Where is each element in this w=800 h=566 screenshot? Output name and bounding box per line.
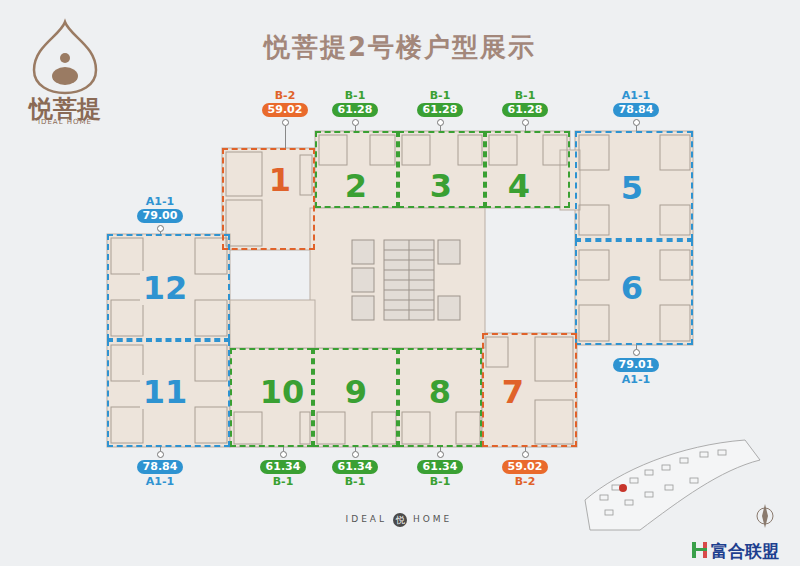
unit-type: B-1: [515, 90, 536, 102]
logo-figure: [52, 67, 78, 85]
unit-area: 78.84: [137, 460, 184, 474]
leader-dot: [522, 451, 529, 458]
leader-dot: [437, 451, 444, 458]
unit-block: A1-179.00 12: [107, 196, 230, 340]
unit-block: B-1 61.34 8: [398, 348, 482, 489]
unit-area: 79.00: [137, 209, 184, 223]
unit-type: B-1: [345, 90, 366, 102]
logo-leaf: [34, 22, 96, 93]
stairs: [384, 240, 434, 320]
logo-subtitle: IDEAL HOME: [38, 118, 92, 126]
brand-word: IDEAL: [346, 514, 387, 524]
unit-number: 1: [266, 163, 294, 197]
leader-dot: [633, 119, 640, 126]
unit-area: 61.28: [332, 103, 379, 117]
leader-dot: [280, 451, 287, 458]
leader-dot: [352, 451, 359, 458]
unit-block: B-161.28 2: [315, 90, 398, 208]
leader-line: [636, 345, 637, 349]
unit-type: B-2: [515, 476, 536, 488]
unit-area: 61.34: [260, 460, 307, 474]
unit-area: 59.02: [262, 103, 309, 117]
unit-block: A1-178.84 5: [575, 90, 693, 240]
room-walls: [111, 135, 690, 444]
leader-line: [355, 447, 356, 451]
unit-number: 6: [618, 271, 646, 305]
unit-area: 79.01: [613, 358, 660, 372]
unit-block: B-259.02 1: [222, 90, 315, 250]
core: [352, 240, 460, 320]
unit-block: B-161.28 4: [485, 90, 570, 208]
leader-line: [525, 447, 526, 451]
unit-block: A1-1 78.84 11: [107, 340, 230, 489]
leader-dot: [633, 349, 640, 356]
unit-type: A1-1: [622, 90, 650, 102]
leader-dot: [157, 225, 164, 232]
unit-number: 8: [426, 375, 454, 409]
unit-number: 3: [427, 169, 455, 203]
unit-type: B-1: [273, 476, 294, 488]
unit-number: 2: [342, 169, 370, 203]
unit-outline: [482, 333, 577, 447]
unit-number: 10: [257, 375, 308, 409]
leader-line: [355, 126, 356, 132]
leader-line: [160, 447, 161, 451]
unit-block: A1-1 79.01 6: [575, 240, 693, 387]
leader-line: [440, 126, 441, 132]
unit-number: 5: [618, 171, 646, 205]
unit-type: B-1: [430, 476, 451, 488]
unit-block: B-1 61.34 10: [230, 348, 313, 489]
leader-dot: [282, 119, 289, 126]
unit-area: 61.28: [417, 103, 464, 117]
unit-block: B-2 59.02 7: [482, 333, 577, 489]
brand-mark: 悦: [396, 514, 405, 526]
unit-type: B-1: [430, 90, 451, 102]
unit-area: 78.84: [613, 103, 660, 117]
site-map: [585, 440, 760, 530]
compass: [757, 504, 773, 528]
leader-line: [440, 447, 441, 451]
unit-area: 61.28: [502, 103, 549, 117]
leader-dot: [437, 119, 444, 126]
leader-line: [636, 126, 637, 132]
unit-type: B-2: [275, 90, 296, 102]
unit-block: B-1 61.34 9: [313, 348, 398, 489]
unit-type: A1-1: [146, 196, 174, 208]
leader-line: [285, 126, 286, 149]
unit-type: A1-1: [146, 476, 174, 488]
leader-line: [525, 126, 526, 132]
unit-area: 59.02: [502, 460, 549, 474]
unit-area: 61.34: [332, 460, 379, 474]
brand-ring: [393, 513, 407, 527]
page-title: 悦菩提2号楼户型展示: [264, 30, 536, 65]
watermark-icon: [692, 542, 707, 558]
unit-number: 7: [499, 375, 527, 409]
leader-dot: [522, 119, 529, 126]
leader-line: [160, 232, 161, 235]
logo-figure: [60, 53, 70, 63]
unit-type: A1-1: [622, 374, 650, 386]
unit-block: B-161.28 3: [398, 90, 485, 208]
leader-line: [283, 447, 284, 451]
unit-number: 12: [140, 271, 191, 305]
watermark: 富合联盟: [711, 540, 779, 563]
site-marker: [619, 484, 627, 492]
unit-number: 4: [505, 169, 533, 203]
unit-number: 9: [342, 375, 370, 409]
leader-dot: [352, 119, 359, 126]
unit-area: 61.34: [417, 460, 464, 474]
leader-dot: [157, 451, 164, 458]
building-ground: [107, 131, 693, 447]
unit-type: B-1: [345, 476, 366, 488]
unit-number: 11: [140, 375, 191, 409]
brand-word: HOME: [413, 514, 452, 524]
